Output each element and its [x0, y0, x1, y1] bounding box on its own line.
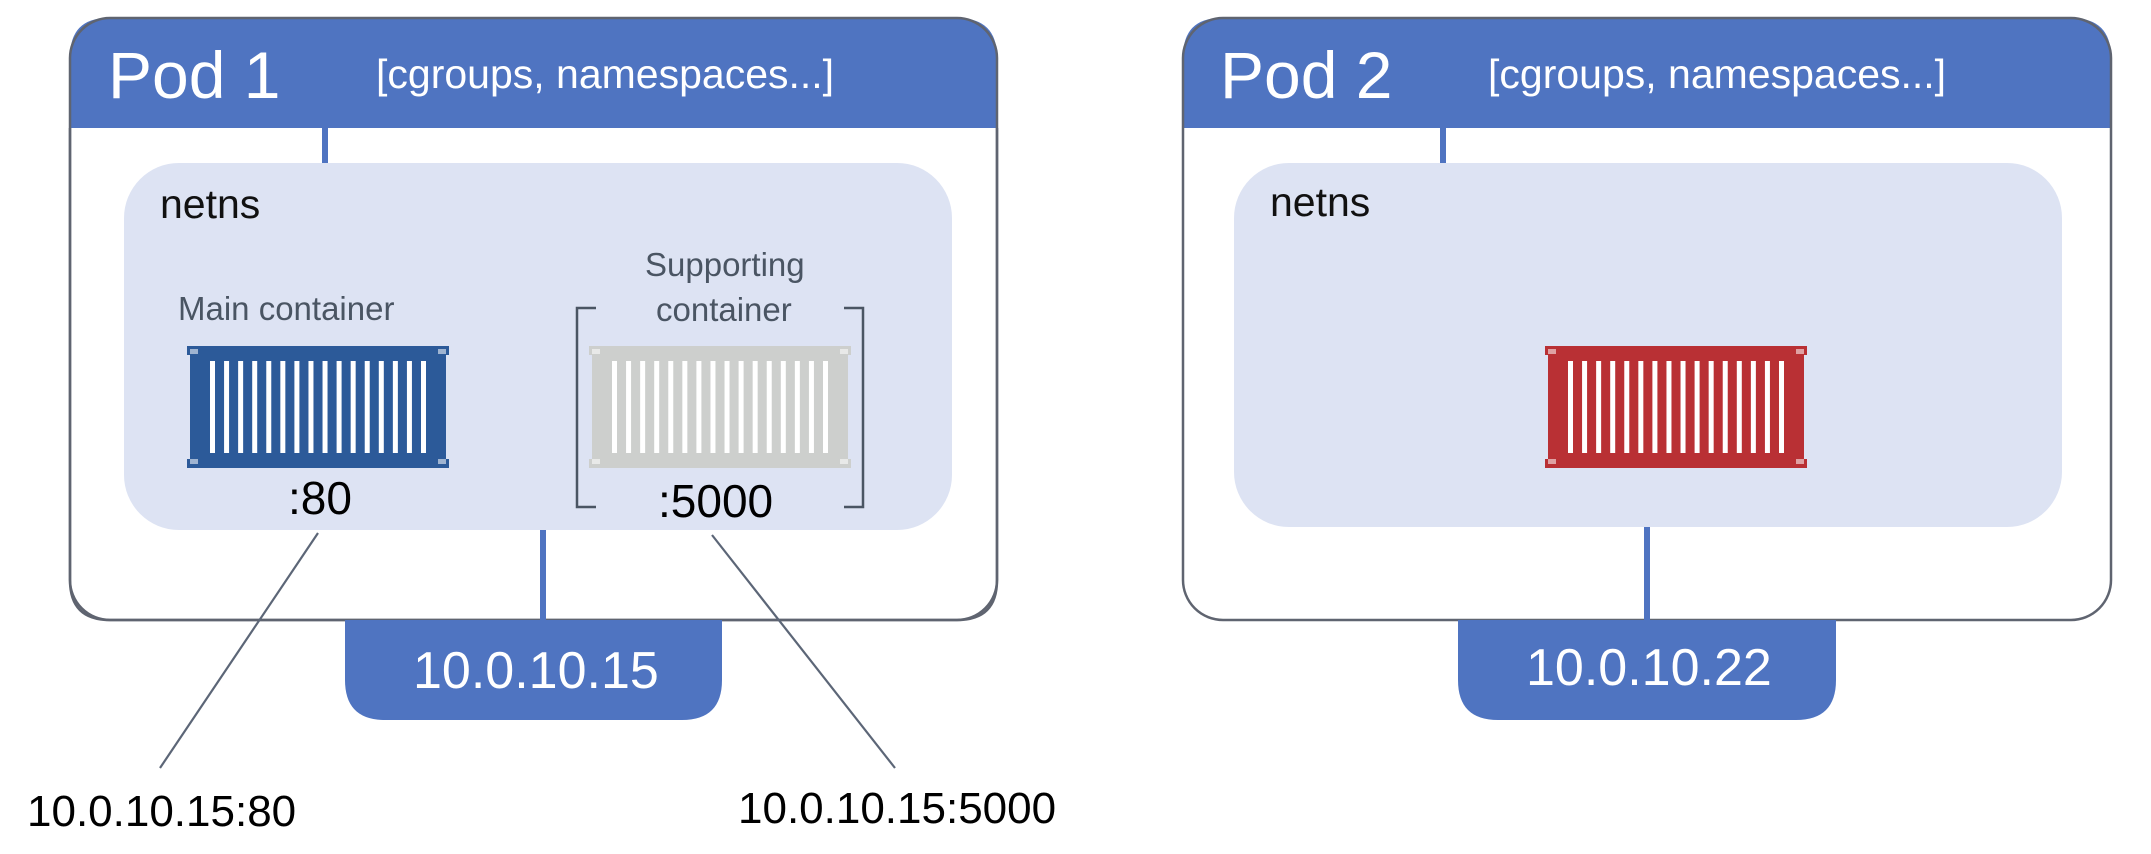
container-rib [252, 361, 258, 453]
pod-2-netns-label: netns [1270, 179, 1371, 225]
pod-1-meta: [cgroups, namespaces...] [376, 51, 835, 97]
main-container-icon [187, 346, 449, 468]
container-rib [1764, 361, 1770, 453]
supporting-container-port: :5000 [658, 475, 774, 527]
container-rib [668, 361, 674, 453]
container-rib [682, 361, 688, 453]
container-rib [350, 361, 356, 453]
container-rib [1736, 361, 1742, 453]
pod-2-header [1183, 18, 2111, 128]
container-rib [336, 361, 342, 453]
container-rib [654, 361, 660, 453]
supporting-container-bracket-right [844, 306, 865, 509]
container-rib [794, 361, 800, 453]
container-corner [438, 349, 446, 354]
container-rib [224, 361, 230, 453]
pod-2-netns-box [1234, 163, 2062, 527]
container-rib [738, 361, 744, 453]
container-rib [640, 361, 646, 453]
container-corner [592, 459, 600, 464]
container-rib [1568, 361, 1573, 453]
container-corner [840, 459, 848, 464]
container-rib [1652, 361, 1658, 453]
container-rib [626, 361, 632, 453]
supporting-container-address: 10.0.10.15:5000 [738, 784, 1057, 833]
main-address-leader [159, 532, 319, 769]
pod-1-ip-box [345, 620, 722, 720]
container-corner [1548, 349, 1556, 354]
container-rib [1638, 361, 1644, 453]
container-rib [1666, 361, 1672, 453]
container-corner [190, 349, 198, 354]
container-corner [840, 349, 848, 354]
container-rib [406, 361, 412, 453]
supporting-container-bracket-left [575, 306, 596, 509]
pod-2-ip: 10.0.10.22 [1526, 639, 1772, 697]
container-corner [1796, 459, 1804, 464]
container-rib [612, 361, 617, 453]
container-rib [1750, 361, 1756, 453]
container-rib [780, 361, 786, 453]
container-rib [696, 361, 702, 453]
supporting-container-icon [589, 346, 851, 468]
container-rib [210, 361, 215, 453]
container-rib [752, 361, 758, 453]
pod-1-ip: 10.0.10.15 [413, 642, 659, 700]
supporting-container-label-line1: Supporting [645, 246, 805, 283]
container-rib [392, 361, 398, 453]
pod-2-ip-box [1458, 620, 1836, 720]
container-rib [1708, 361, 1714, 453]
container-rib [280, 361, 286, 453]
main-container-port: :80 [288, 472, 352, 524]
container-corner [1796, 349, 1804, 354]
container-rib [294, 361, 300, 453]
main-container-label: Main container [178, 290, 395, 327]
container-rib [238, 361, 244, 453]
pod-1-header [70, 18, 997, 128]
container-rib [808, 361, 814, 453]
container-rib [1582, 361, 1588, 453]
container-rib [308, 361, 314, 453]
pod-1-netns-label: netns [160, 181, 261, 227]
container-rib [378, 361, 384, 453]
container-rib [322, 361, 328, 453]
container-rib [1610, 361, 1616, 453]
container-rib [1779, 361, 1784, 453]
container-corner [190, 459, 198, 464]
pod-2-container-icon [1545, 346, 1807, 468]
container-rib [1722, 361, 1728, 453]
container-corner [1548, 459, 1556, 464]
main-container-address: 10.0.10.15:80 [27, 787, 297, 836]
container-corner [592, 349, 600, 354]
container-rib [1624, 361, 1630, 453]
supporting-address-leader [711, 534, 896, 769]
container-rib [823, 361, 828, 453]
pod-2 [1181, 16, 2113, 720]
container-rib [766, 361, 772, 453]
pod-1-title: Pod 1 [108, 38, 281, 112]
container-rib [1694, 361, 1700, 453]
supporting-container-label-line2: container [656, 291, 792, 328]
container-rib [364, 361, 370, 453]
container-rib [724, 361, 730, 453]
container-rib [421, 361, 426, 453]
container-corner [438, 459, 446, 464]
container-rib [1680, 361, 1686, 453]
container-rib [710, 361, 716, 453]
pod-2-meta: [cgroups, namespaces...] [1488, 51, 1947, 97]
container-rib [1596, 361, 1602, 453]
container-rib [266, 361, 272, 453]
pod-1 [68, 16, 999, 720]
pod-2-title: Pod 2 [1220, 38, 1393, 112]
